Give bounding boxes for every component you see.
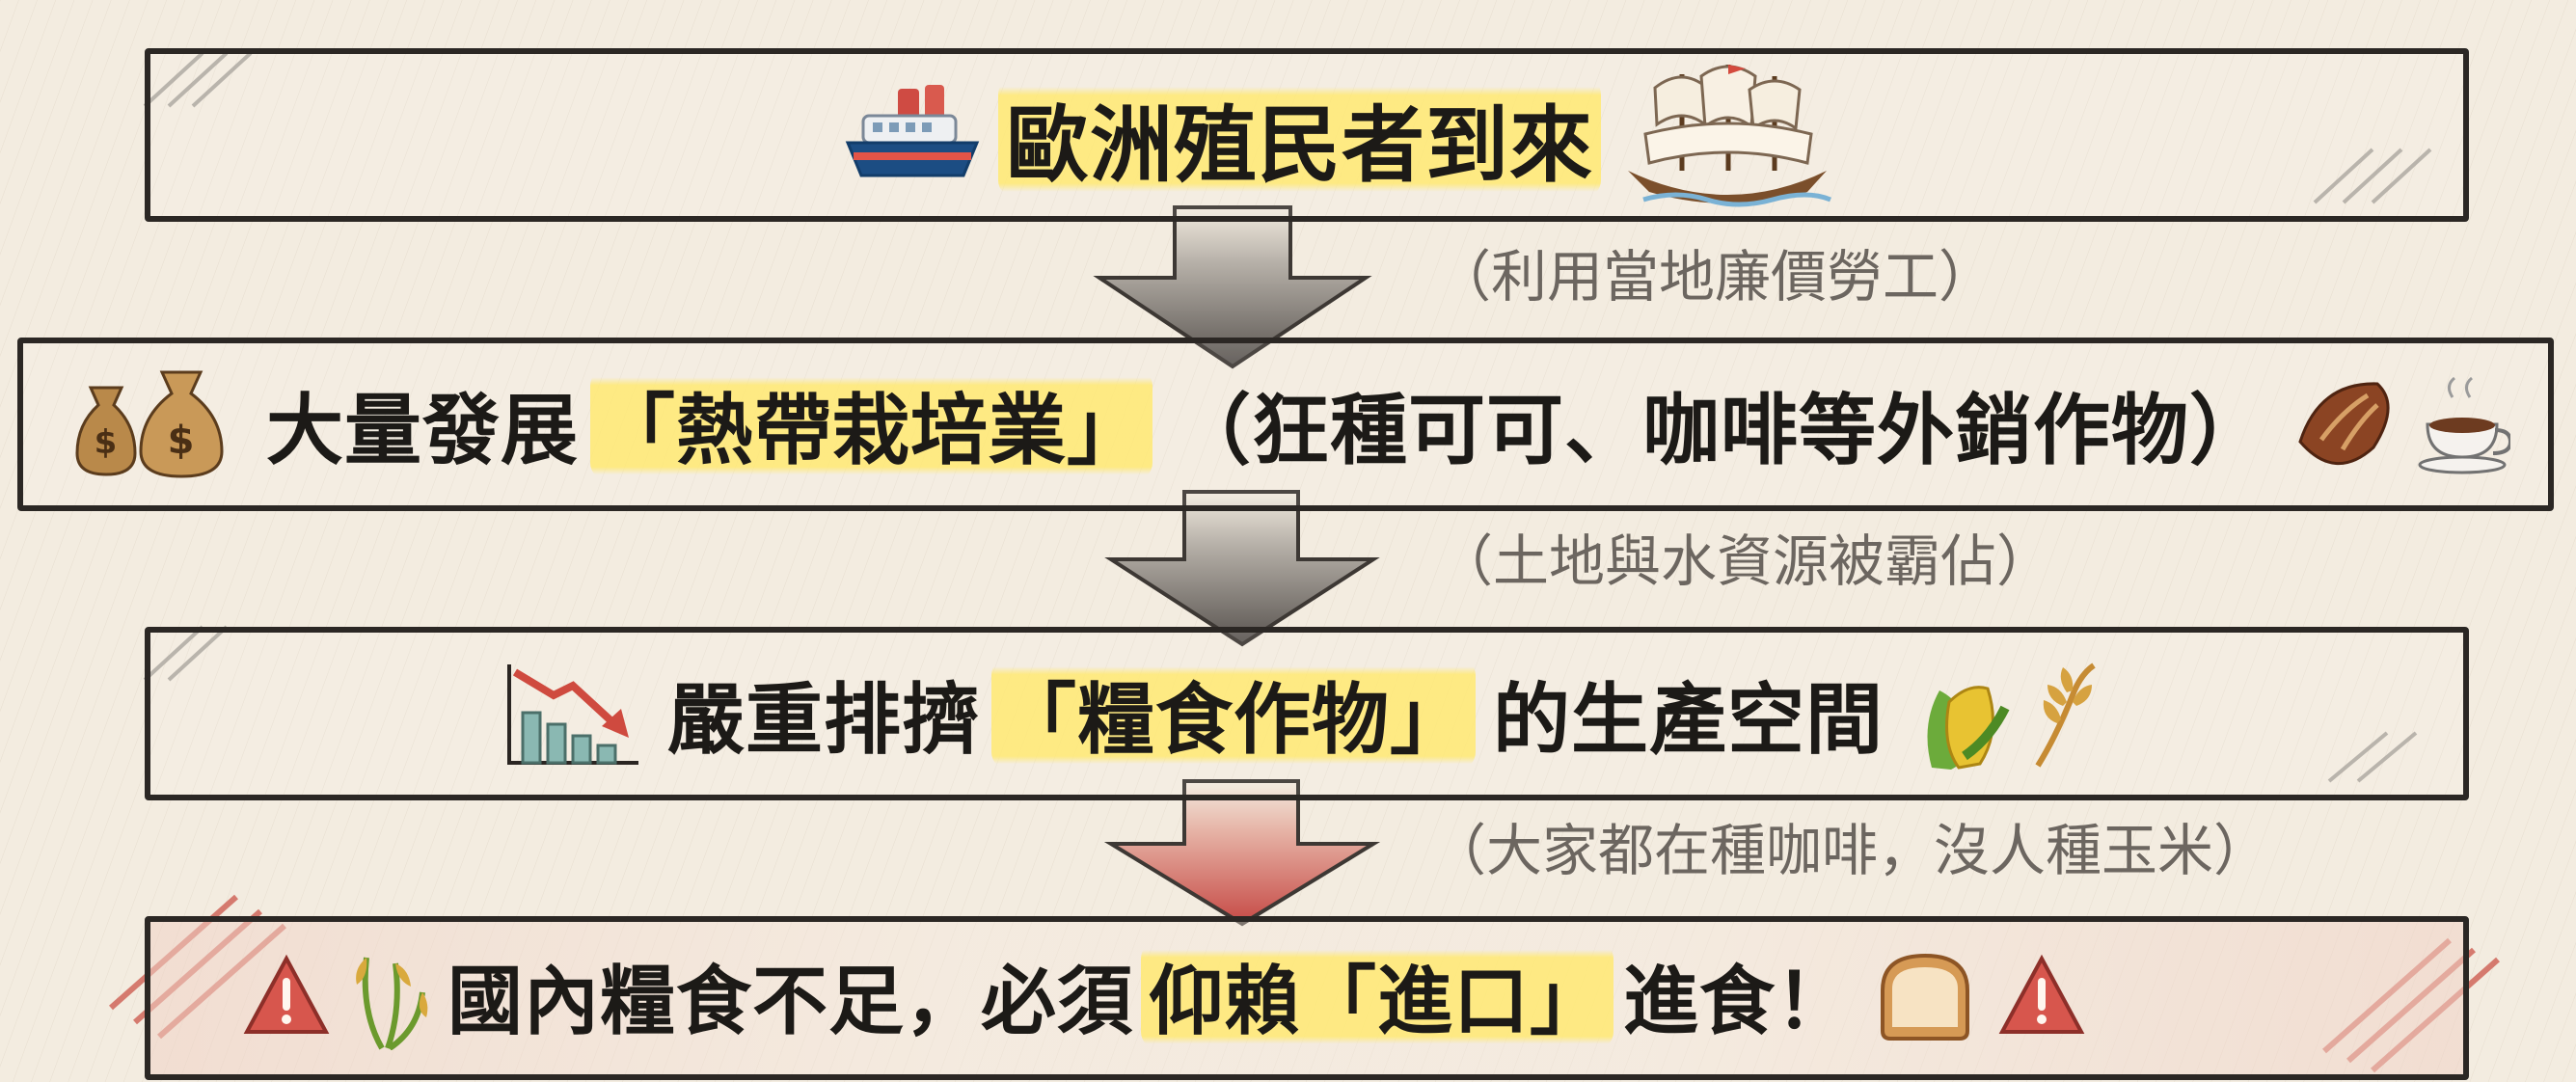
warning-icon — [1998, 954, 2085, 1034]
connector-note-2: （土地與水資源被霸佔） — [1437, 528, 2053, 594]
step-2-line: $ $ 大量發展 「熱帶栽培業」 （狂種可可、咖啡等外銷作物） — [68, 366, 2510, 482]
svg-text:$: $ — [168, 419, 196, 463]
cocoa-pod-icon — [2298, 376, 2510, 474]
step-3-prefix: 嚴重排擠 — [667, 675, 980, 765]
hatch-marks — [143, 51, 2432, 783]
step-3-line: 嚴重排擠 「糧食作物」 的生產空間 — [502, 656, 2111, 771]
connector-note-1: （利用當地廉價勞工） — [1435, 244, 1995, 310]
connector-arrow-3 — [1103, 779, 1381, 927]
step-4-highlight: 仰賴「進口」 — [1141, 941, 1614, 1049]
step-2-prefix: 大量發展 — [266, 386, 579, 475]
connector-note-3: （大家都在種咖啡，沒人種玉米） — [1430, 818, 2270, 883]
step-1-highlight: 歐洲殖民者到來 — [998, 76, 1601, 198]
step-2-suffix: （狂種可可、咖啡等外銷作物） — [1174, 386, 2267, 475]
declining-chart-icon — [507, 664, 638, 765]
bread-icon — [1881, 953, 1970, 1041]
step-1-line: 歐洲殖民者到來 — [844, 65, 1838, 207]
corn-icon — [1927, 663, 2096, 770]
step-3-highlight: 「糧食作物」 — [991, 658, 1476, 770]
step-4-suffix: 進食！ — [1623, 959, 1853, 1045]
money-bag-icon: $ $ — [75, 370, 224, 478]
svg-text:$: $ — [95, 423, 119, 462]
ship-icon — [845, 85, 980, 177]
step-4-prefix: 國內糧食不足，必須 — [447, 959, 1134, 1045]
step-3-suffix: 的生產空間 — [1493, 675, 1884, 765]
step-2-box — [17, 338, 2554, 511]
sailing-ship-icon — [1628, 65, 1831, 207]
step-4-line: 國內糧食不足，必須 仰賴「進口」 進食！ — [241, 937, 2087, 1053]
connector-arrow-2 — [1104, 490, 1380, 647]
step-2-highlight: 「熱帶栽培業」 — [590, 368, 1152, 480]
rice-plant-icon — [356, 957, 428, 1050]
warning-icon — [243, 954, 330, 1034]
